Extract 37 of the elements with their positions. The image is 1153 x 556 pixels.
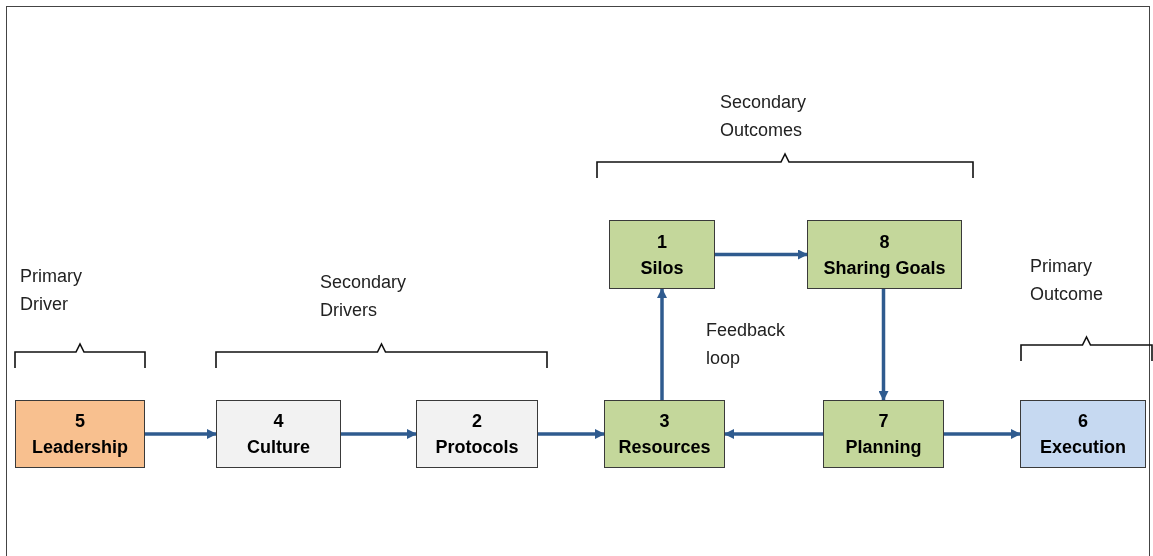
process-box xyxy=(216,400,341,468)
step-label: Sharing Goals xyxy=(823,256,946,280)
process-box xyxy=(416,400,538,468)
process-box xyxy=(823,400,944,468)
process-box xyxy=(609,220,715,289)
arrow xyxy=(715,249,808,260)
step-label: Planning xyxy=(845,436,922,459)
step-number: 4 xyxy=(273,410,284,433)
step-label: Resources xyxy=(618,436,711,459)
step-number: 8 xyxy=(879,230,890,254)
step-label: Culture xyxy=(247,436,310,459)
step-label: Silos xyxy=(640,256,684,280)
group-label: Primary Outcome xyxy=(1030,255,1105,306)
arrow xyxy=(341,429,417,439)
step-number: 7 xyxy=(878,410,889,433)
arrow xyxy=(538,429,605,439)
process-box xyxy=(1020,400,1146,468)
group-label: Feedback loop xyxy=(706,319,787,370)
process-box xyxy=(15,400,145,468)
arrow xyxy=(145,429,217,439)
step-label: Protocols xyxy=(435,436,519,459)
group-label: Primary Driver xyxy=(20,265,83,316)
group-label: Secondary Drivers xyxy=(320,271,408,322)
step-number: 5 xyxy=(75,410,85,433)
step-number: 3 xyxy=(659,410,670,433)
group-label: Secondary Outcomes xyxy=(720,91,808,142)
arrow xyxy=(657,288,667,400)
step-number: 6 xyxy=(1078,410,1088,433)
step-number: 2 xyxy=(472,410,482,433)
arrow xyxy=(944,429,1021,439)
process-box xyxy=(604,400,725,468)
step-label: Leadership xyxy=(32,436,128,459)
arrow xyxy=(878,289,889,401)
step-label: Execution xyxy=(1040,436,1126,459)
arrow xyxy=(724,429,823,439)
process-box xyxy=(807,220,962,289)
step-number: 1 xyxy=(657,230,667,254)
